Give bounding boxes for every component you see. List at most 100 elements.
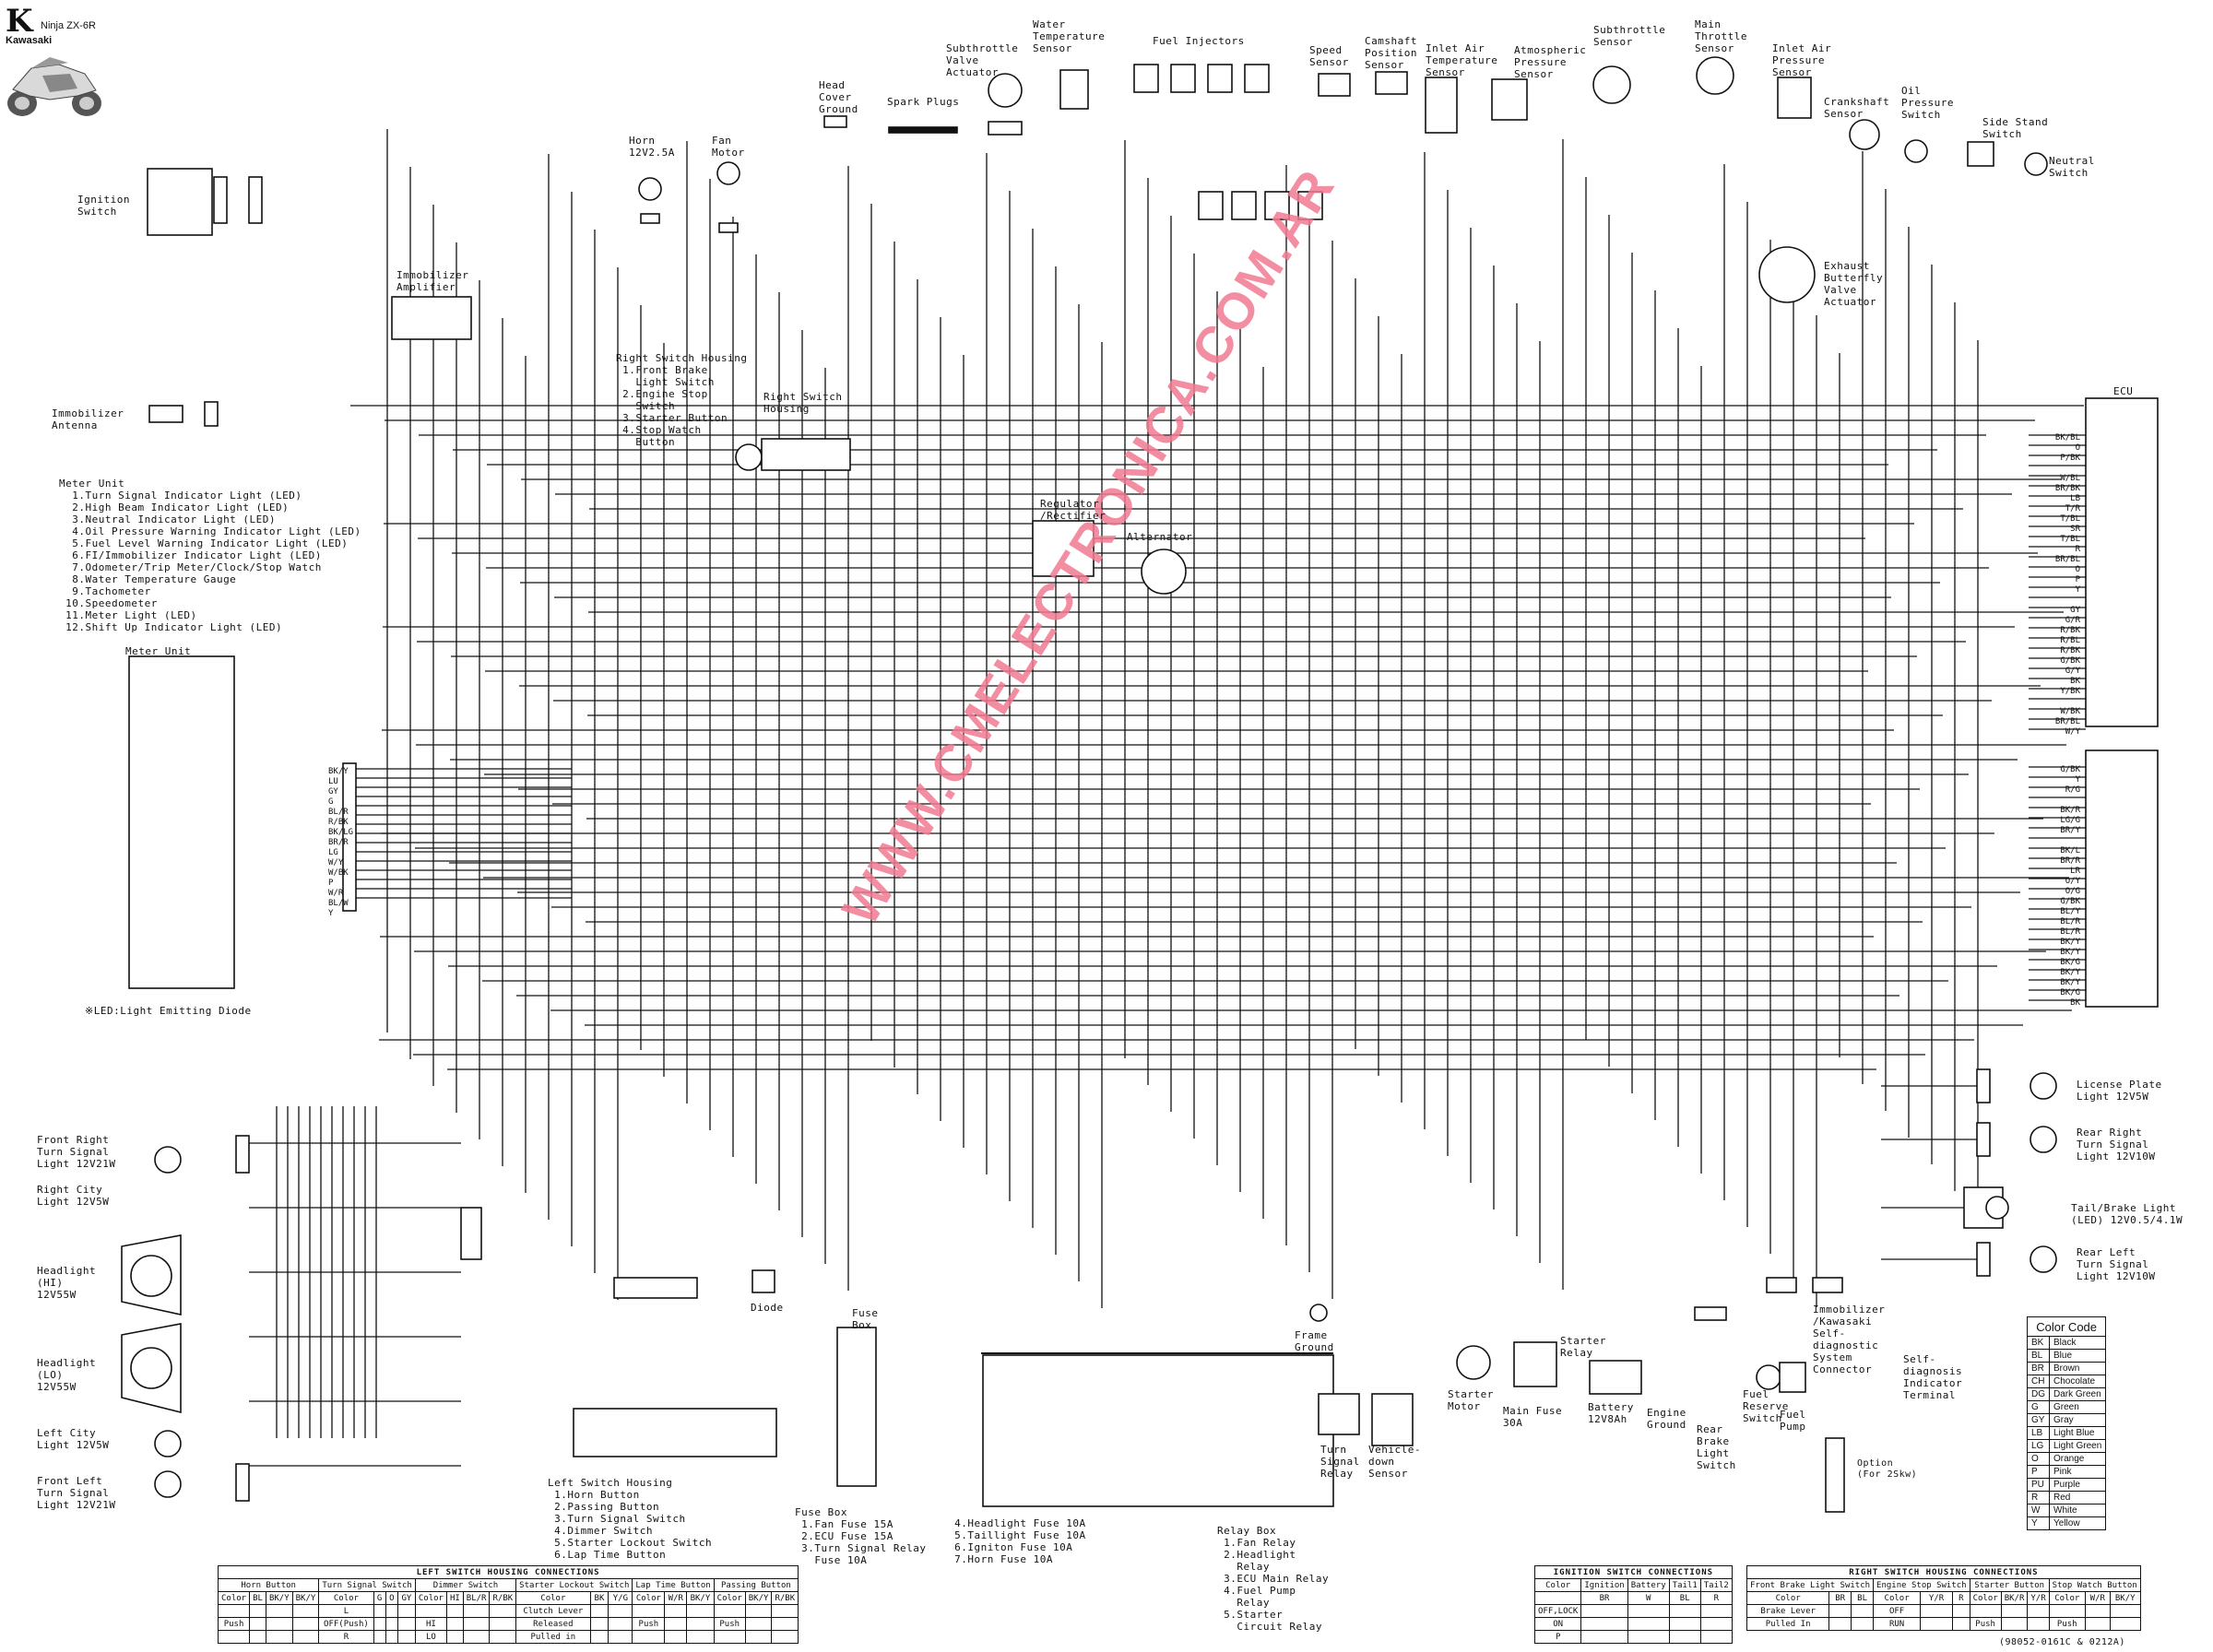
- pin-label: Y/BK: [2060, 687, 2080, 696]
- table-cell: [2109, 1604, 2141, 1618]
- main-fuse-label: Main Fuse 30A: [1503, 1405, 1563, 1429]
- starter-motor-label: Starter Motor: [1448, 1388, 1494, 1412]
- table-cell: [1920, 1617, 1953, 1631]
- table-cell: [589, 1604, 609, 1618]
- table-cell: [1580, 1604, 1628, 1618]
- table-cell: [489, 1604, 517, 1618]
- table-cell: [462, 1617, 491, 1631]
- table-header-cell: BK/Y: [686, 1591, 715, 1605]
- table-cell: [664, 1604, 688, 1618]
- tail-brake-light-label: Tail/Brake Light (LED) 12V0.5/4.1W: [2071, 1202, 2183, 1226]
- table-header-cell: BR: [1828, 1591, 1852, 1605]
- fuse-box-legend-a: Fuse Box 1.Fan Fuse 15A 2.ECU Fuse 15A 3…: [795, 1506, 927, 1566]
- table-cell: [385, 1604, 398, 1618]
- pin-label: W/Y: [2065, 727, 2080, 737]
- self-diagnosis-terminal-label: Self- diagnosis Indicator Terminal: [1903, 1353, 1963, 1401]
- pin-label: R: [2075, 545, 2080, 554]
- table-cell: P: [1533, 1630, 1582, 1644]
- color-code-cell: Light Blue: [2048, 1426, 2107, 1440]
- pin-label: BK/Y: [328, 767, 349, 776]
- battery-label: Battery 12V8Ah: [1588, 1401, 1634, 1425]
- table-cell: [771, 1604, 799, 1618]
- starter-relay-label: Starter Relay: [1560, 1335, 1606, 1359]
- table-cell: Pulled in: [515, 1630, 591, 1644]
- table-cell: BR: [1580, 1591, 1628, 1605]
- ecu-label: ECU: [2113, 385, 2134, 397]
- table-header-cell: GY: [396, 1591, 416, 1605]
- pin-label: W/BL: [2060, 474, 2080, 483]
- table-cell: [744, 1604, 773, 1618]
- oil-pressure-switch-label: Oil Pressure Switch: [1901, 85, 1954, 121]
- color-code-cell: Brown: [2048, 1362, 2107, 1375]
- pin-label: BK/BL: [2054, 433, 2080, 442]
- pin-label: BK/LG: [328, 828, 354, 837]
- pin-label: G/R: [2065, 616, 2080, 625]
- color-code-cell: Orange: [2048, 1452, 2107, 1466]
- right-switch-connections-table: RIGHT SWITCH HOUSING CONNECTIONS Front B…: [1746, 1565, 2141, 1631]
- color-code-cell: BR: [2027, 1362, 2050, 1375]
- table-cell: OFF: [1873, 1604, 1922, 1618]
- table-header-cell: Color: [1969, 1591, 2002, 1605]
- table-cell: [373, 1630, 386, 1644]
- fuel-pump-label: Fuel Pump: [1780, 1409, 1806, 1433]
- pin-label: [2019, 464, 2080, 474]
- table-cell: R: [1699, 1591, 1733, 1605]
- table-cell: [2027, 1604, 2050, 1618]
- head-cover-ground-label: Head Cover Ground: [819, 79, 858, 115]
- immobilizer-amplifier-label: Immobilizer Amplifier: [396, 269, 469, 293]
- table-cell: [1627, 1617, 1670, 1631]
- table-cell: [291, 1617, 320, 1631]
- color-code-title: Color Code: [2026, 1316, 2107, 1337]
- table-cell: L: [318, 1604, 374, 1618]
- pin-label: [2019, 836, 2080, 846]
- pin-label: O: [2075, 443, 2080, 453]
- pin-label: SR: [2070, 525, 2080, 534]
- rear-right-turn-label: Rear Right Turn Signal Light 12V10W: [2077, 1127, 2156, 1162]
- table-cell: [1668, 1617, 1701, 1631]
- color-code-cell: DG: [2027, 1387, 2050, 1401]
- rear-left-turn-label: Rear Left Turn Signal Light 12V10W: [2077, 1246, 2156, 1282]
- table-header-cell: BK/Y: [291, 1591, 320, 1605]
- main-throttle-sensor-label: Main Throttle Sensor: [1695, 18, 1747, 54]
- pin-label: T/BL: [2060, 514, 2080, 524]
- table-cell: [589, 1630, 609, 1644]
- pin-label: BR/BL: [2054, 717, 2080, 726]
- pin-label: BK/G: [2060, 958, 2080, 967]
- table-cell: [1920, 1604, 1953, 1618]
- immobilizer-connector-label: Immobilizer /Kawasaki Self- diagnostic S…: [1813, 1304, 1886, 1375]
- meter-unit-legend: Meter Unit 1.Turn Signal Indicator Light…: [59, 478, 361, 633]
- color-code-cell: BK: [2027, 1336, 2050, 1350]
- table-cell: [385, 1630, 398, 1644]
- left-city-label: Left City Light 12V5W: [37, 1427, 110, 1451]
- pin-label: W/BK: [328, 868, 349, 878]
- table-cell: [771, 1617, 799, 1631]
- pin-label: GY: [328, 787, 338, 796]
- table-group-header: Starter Button: [1969, 1578, 2050, 1592]
- pin-label: P/BK: [2060, 454, 2080, 463]
- inlet-air-temperature-sensor-label: Inlet Air Temperature Sensor: [1426, 42, 1498, 78]
- pin-label: GY: [2070, 606, 2080, 615]
- table-header-cell: Color: [515, 1591, 591, 1605]
- pin-label: BR/R: [2060, 856, 2080, 866]
- table-cell: [291, 1604, 320, 1618]
- left-switch-connections-table: LEFT SWITCH HOUSING CONNECTIONS Horn But…: [217, 1565, 799, 1644]
- table-cell: [1580, 1617, 1628, 1631]
- table-cell: [462, 1630, 491, 1644]
- color-code-cell: PU: [2027, 1478, 2050, 1492]
- table-cell: [771, 1630, 799, 1644]
- color-code-cell: Light Green: [2048, 1439, 2107, 1453]
- ignition-table-title: IGNITION SWITCH CONNECTIONS: [1534, 1565, 1733, 1579]
- regulator-rectifier-label: Regulator /Rectifier: [1040, 498, 1106, 522]
- table-header-cell: BL/R: [462, 1591, 491, 1605]
- table-cell: LO: [414, 1630, 447, 1644]
- pin-label: BK: [2070, 998, 2080, 1008]
- fuse-box-label: Fuse Box: [852, 1307, 879, 1331]
- table-cell: Clutch Lever: [515, 1604, 591, 1618]
- table-cell: [686, 1604, 715, 1618]
- table-header-cell: O: [385, 1591, 398, 1605]
- color-code-cell: Black: [2048, 1336, 2107, 1350]
- table-cell: BL: [1668, 1591, 1701, 1605]
- table-cell: [713, 1604, 746, 1618]
